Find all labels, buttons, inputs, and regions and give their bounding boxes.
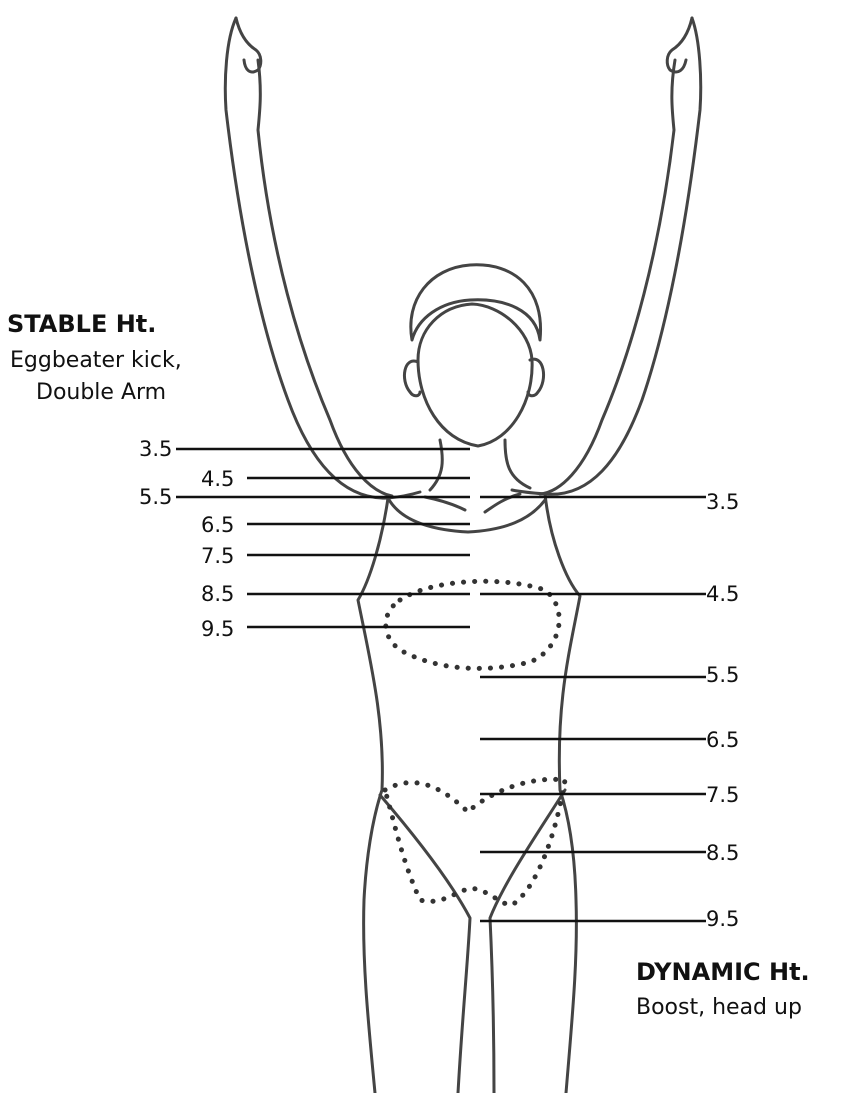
stable-mark-label: 7.5 bbox=[201, 543, 234, 569]
dynamic-mark-label: 6.5 bbox=[706, 727, 739, 753]
face bbox=[418, 304, 532, 446]
dynamic-mark-label: 3.5 bbox=[706, 489, 739, 515]
head-cap bbox=[411, 265, 541, 340]
dynamic-desc-line1: Boost, head up bbox=[636, 993, 802, 1023]
dynamic-mark-label: 9.5 bbox=[706, 906, 739, 932]
stable-mark-label: 9.5 bbox=[201, 616, 234, 642]
dynamic-mark-label: 8.5 bbox=[706, 840, 739, 866]
neck bbox=[430, 440, 530, 490]
dynamic-mark-label: 7.5 bbox=[706, 782, 739, 808]
stable-mark-label: 3.5 bbox=[139, 436, 172, 462]
stable-mark-label: 6.5 bbox=[201, 512, 234, 538]
stable-mark-label: 4.5 bbox=[201, 466, 234, 492]
stable-mark-label: 5.5 bbox=[139, 484, 172, 510]
chest-line bbox=[388, 498, 545, 532]
stable-desc-line1: Eggbeater kick, bbox=[10, 346, 182, 376]
dynamic-title: DYNAMIC Ht. bbox=[636, 958, 810, 986]
hip-dotted-outline bbox=[385, 779, 565, 905]
stable-mark-label: 8.5 bbox=[201, 581, 234, 607]
left-arm-inner bbox=[258, 60, 392, 496]
torso-left bbox=[358, 498, 388, 1093]
left-arm-outline bbox=[225, 18, 420, 498]
stable-desc-line2: Double Arm bbox=[36, 378, 166, 408]
right-arm-inner bbox=[540, 60, 675, 494]
dynamic-mark-label: 4.5 bbox=[706, 581, 739, 607]
height-marker-lines bbox=[176, 449, 706, 921]
stable-title: STABLE Ht. bbox=[7, 310, 156, 338]
dynamic-mark-label: 5.5 bbox=[706, 662, 739, 688]
inner-legs bbox=[380, 790, 565, 1093]
right-hand bbox=[667, 18, 692, 72]
